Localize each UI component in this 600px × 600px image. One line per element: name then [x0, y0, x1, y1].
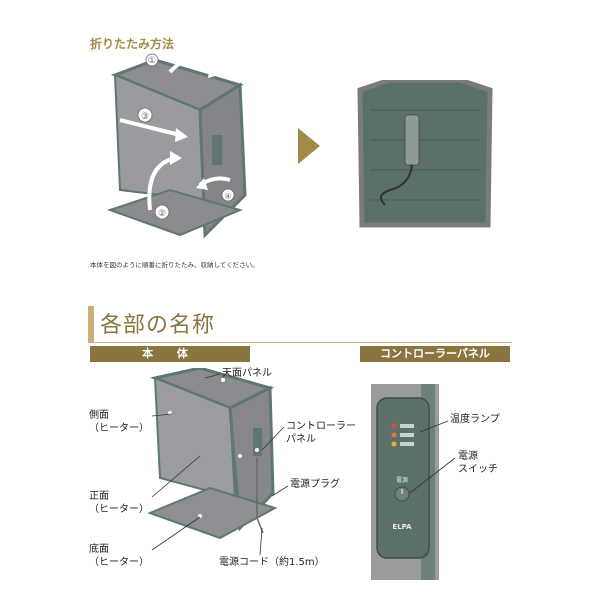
fold-steps-illustration: ① ② ③ ④ [106, 53, 247, 239]
arrow-3-icon [119, 118, 181, 137]
bottom-label-line2: （ヒーター） [89, 557, 149, 568]
parts-section-title: 各部の名称 [100, 313, 216, 338]
power-switch-label-line1: 電源 [458, 451, 478, 462]
panel-badge: コントローラーパネル [360, 346, 510, 362]
side-label-line1: 側面 [89, 410, 109, 421]
bottom-label: 底面 （ヒーター） [89, 543, 149, 569]
cord-label: 電源コード（約1.5m） [219, 557, 325, 568]
power-switch-label: 電源 スイッチ [458, 450, 498, 476]
temp-lamp-mid-icon [391, 432, 397, 438]
side-label-line2: （ヒーター） [89, 423, 149, 434]
bottom-label-line1: 底面 [89, 544, 109, 555]
arrow-2-icon [147, 156, 176, 211]
cord-shape [380, 164, 413, 206]
front-label-line1: 正面 [89, 491, 109, 502]
section-divider [88, 342, 512, 343]
controller-panel-diagram: 電源 ELPA [371, 384, 439, 580]
temp-lamp-high-icon [391, 423, 397, 429]
side-label: 側面 （ヒーター） [89, 409, 149, 435]
controller-shape [212, 135, 222, 165]
power-text: 電源 [396, 476, 408, 484]
next-step-arrow-icon [298, 128, 320, 164]
body-badge: 本 体 [90, 346, 250, 362]
controller-label-line1: コントローラー [286, 421, 356, 432]
controller-label-line2: パネル [286, 434, 316, 445]
body-diagram [147, 368, 278, 540]
controller-label: コントローラー パネル [286, 420, 356, 446]
power-switch-label-line2: スイッチ [458, 464, 498, 475]
plug-label: 電源プラグ [290, 479, 340, 490]
section-accent-bar [88, 306, 94, 342]
brand-text: ELPA [392, 523, 412, 531]
temp-lamp-low-icon [391, 441, 397, 447]
step-2-label: ② [158, 209, 166, 219]
front-label: 正面 （ヒーター） [89, 490, 149, 516]
folding-instruction: 本体を図のように順番に折りたたみ、収納してください。 [90, 261, 259, 269]
cord-shape [256, 458, 264, 534]
bottom-panel-shape [147, 486, 278, 540]
step-4-label: ④ [224, 192, 231, 201]
temp-lamp-label: 温度ランプ [450, 414, 500, 425]
step-1-label: ① [148, 56, 156, 66]
side-panel-shape [228, 385, 275, 532]
folding-title: 折りたたみ方法 [90, 37, 175, 51]
controller-shape [253, 428, 262, 456]
folded-heater-illustration [357, 80, 493, 228]
front-label-line2: （ヒーター） [89, 504, 149, 515]
step-3-label: ③ [141, 112, 149, 122]
top-panel-label: 天面パネル [222, 368, 272, 379]
